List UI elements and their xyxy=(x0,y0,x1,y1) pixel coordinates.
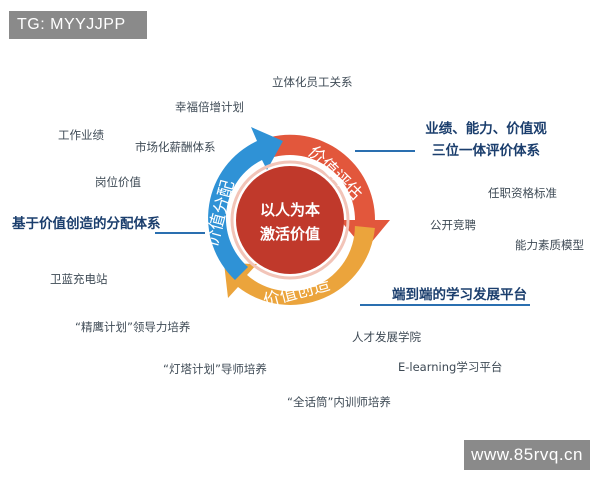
callout-distribute: 基于价值创造的分配体系 xyxy=(12,216,161,232)
watermark-bottom: www.85rvq.cn xyxy=(464,440,590,470)
center-text-line2: 激活价值 xyxy=(260,225,320,243)
center-text-line1: 以人为本 xyxy=(260,201,320,219)
value-cycle-diagram: 价值评估 价值创造 价值分配 以人为本 激活价值 xyxy=(202,127,390,312)
keyword-item: 公开竞聘 xyxy=(430,218,476,232)
connector-create xyxy=(360,304,530,306)
connector-distribute xyxy=(155,232,205,234)
keyword-item: “全话筒”内训师培养 xyxy=(287,395,391,409)
segment-distribute xyxy=(208,127,283,280)
keyword-item: 能力素质模型 xyxy=(515,238,584,252)
keyword-item: 人才发展学院 xyxy=(352,330,421,344)
keyword-item: 市场化薪酬体系 xyxy=(135,140,216,154)
center-circle xyxy=(236,166,344,274)
keyword-item: 幸福倍增计划 xyxy=(175,100,244,114)
keyword-item: E-learning学习平台 xyxy=(398,360,503,374)
keyword-item: “精鹰计划”领导力培养 xyxy=(75,320,191,334)
keyword-item: 任职资格标准 xyxy=(488,186,557,200)
keyword-item: “灯塔计划”导师培养 xyxy=(163,362,267,376)
callout-evaluate-line2: 三位一体评价体系 xyxy=(432,143,540,159)
callout-evaluate-line1: 业绩、能力、价值观 xyxy=(425,121,547,137)
keyword-item: 卫蓝充电站 xyxy=(50,272,108,286)
keyword-item: 立体化员工关系 xyxy=(272,75,353,89)
center-ring xyxy=(230,160,350,280)
connector-evaluate xyxy=(355,150,415,152)
callout-create: 端到端的学习发展平台 xyxy=(392,287,527,303)
watermark-top: TG: MYYJJPP xyxy=(9,11,147,39)
segment-label-create: 价值创造 xyxy=(261,275,332,312)
segment-create xyxy=(224,226,375,305)
keyword-item: 工作业绩 xyxy=(58,128,104,142)
segment-evaluate xyxy=(265,134,390,250)
keyword-item: 岗位价值 xyxy=(95,175,141,189)
